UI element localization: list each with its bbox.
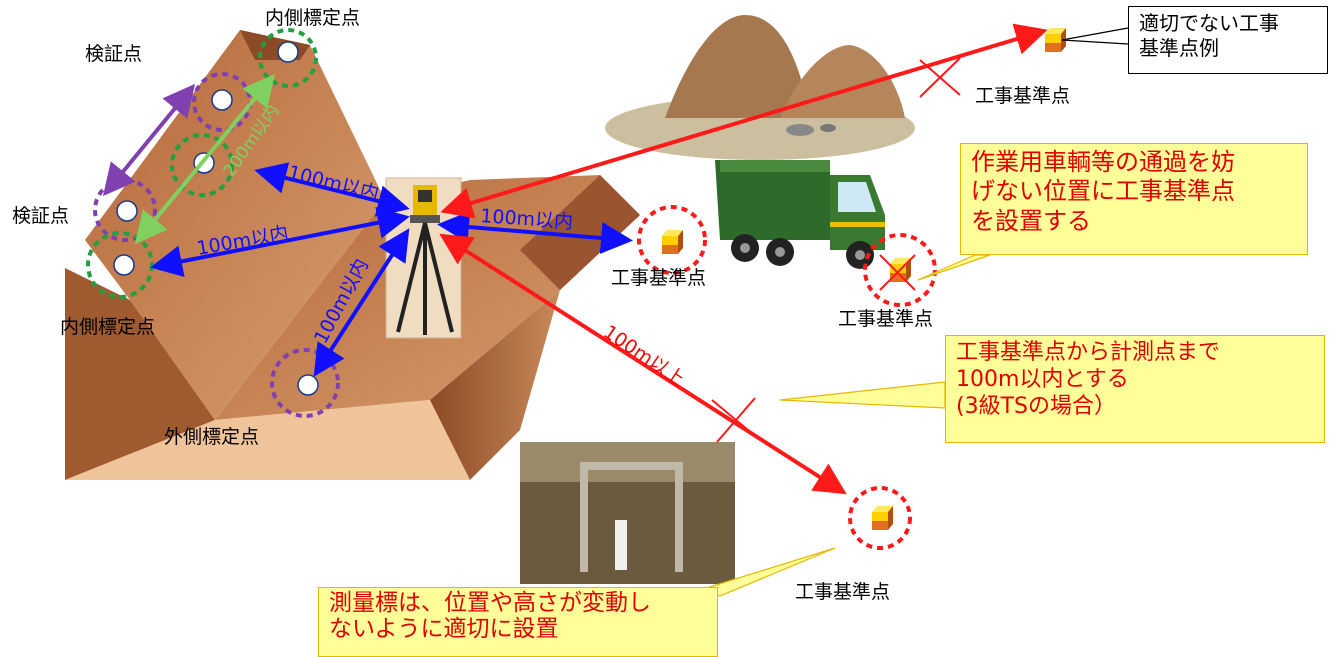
- soil-mounds: [605, 15, 915, 160]
- marker-photo: [520, 442, 735, 584]
- callout-marker: 測量標は、位置や高さが変動し ないように適切に設置: [318, 587, 718, 657]
- outer-station-ring: [270, 348, 340, 418]
- total-station: [385, 177, 462, 339]
- blue-arrow-down: [313, 228, 410, 377]
- callout-bad-example-line1: 適切でない工事: [1139, 11, 1279, 35]
- blue-arrow-left: [150, 206, 410, 278]
- outer-station-point: [297, 374, 319, 396]
- inner-station-top-ring: [258, 28, 318, 88]
- verify-point-top-point: [211, 89, 233, 111]
- cross-bad-b: [919, 57, 961, 98]
- callout-range: 工事基準点から計測点まで 100m以内とする (3級TSの場合）: [945, 335, 1325, 443]
- label-verify-point-left: 検証点: [12, 205, 70, 227]
- callout-marker-line1: 測量標は、位置や高さが変動し: [329, 590, 651, 616]
- callout-marker-line2: ないように適切に設置: [329, 616, 559, 643]
- callout-range-line1: 工事基準点から計測点まで: [956, 340, 1221, 365]
- bench-far-icon: [872, 506, 893, 530]
- label-inner-station-bottom: 内側標定点: [60, 316, 156, 338]
- cross-far-b: [716, 397, 756, 443]
- label-bench-mid: 工事基準点: [611, 267, 707, 289]
- callout-bad-example: 適切でない工事 基準点例: [1128, 6, 1328, 74]
- measurement-arrows: [102, 23, 1048, 495]
- bench-truck-ring: [863, 233, 937, 307]
- label-bench-truck: 工事基準点: [838, 308, 934, 330]
- callout-bad-example-line2: 基準点例: [1139, 36, 1219, 60]
- label-bench-far: 工事基準点: [795, 581, 891, 603]
- callout-range-line2: 100m以内とする: [956, 366, 1129, 392]
- verify-point-left-point: [116, 200, 138, 222]
- bench-mid-icon: [662, 230, 683, 254]
- dump-truck: [715, 160, 885, 269]
- label-outer-station: 外側標定点: [164, 426, 260, 448]
- callout-truck-line2: げない位置に工事基準点: [971, 177, 1235, 206]
- label-bench-bad: 工事基準点: [975, 85, 1071, 107]
- inner-station-top-point: [277, 41, 299, 63]
- callout-truck-line3: を設置する: [971, 206, 1091, 235]
- bench-bad-icon: [1045, 28, 1066, 52]
- callout-range-line3: (3級TSの場合）: [956, 393, 1116, 419]
- red-arrow-far: [439, 233, 847, 495]
- label-inner-station-top: 内側標定点: [265, 7, 361, 29]
- bench-far-ring: [848, 486, 912, 550]
- red-arrow-bad: [440, 23, 1048, 219]
- inner-station-bottom-point: [113, 254, 135, 276]
- callout-truck: 作業用車輌等の通過を妨 げない位置に工事基準点 を設置する: [960, 143, 1308, 255]
- label-verify-point-top: 検証点: [85, 43, 143, 65]
- callout-truck-line1: 作業用車輌等の通過を妨: [971, 148, 1235, 176]
- blue-arrow-top: [254, 162, 410, 217]
- dist-red-far: 100m以上: [599, 321, 688, 391]
